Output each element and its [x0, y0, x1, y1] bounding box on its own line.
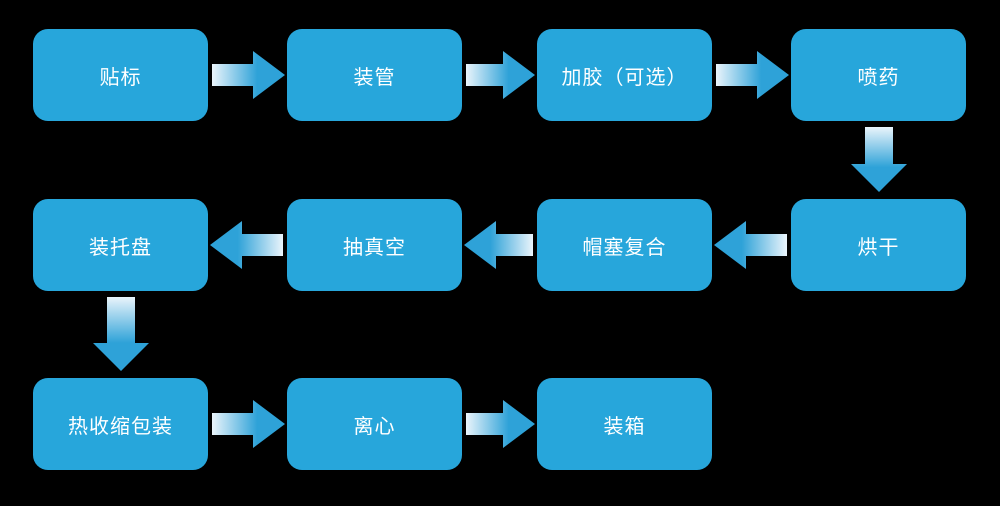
flow-node-jiajiao: 加胶（可选）	[537, 29, 712, 121]
flow-node-label: 离心	[353, 415, 396, 438]
flow-node-label: 装托盘	[89, 236, 152, 259]
arrow-left-icon	[464, 221, 533, 269]
arrow-right-icon	[716, 51, 789, 99]
arrow-left-icon	[210, 221, 283, 269]
arrow-down-icon	[850, 127, 907, 192]
flow-node-lixin: 离心	[287, 378, 462, 470]
flow-node-zhuangguan: 装管	[287, 29, 462, 121]
flow-node-penyao: 喷药	[791, 29, 966, 121]
flow-node-label: 热收缩包装	[68, 415, 173, 438]
flow-node-maosaifuhe: 帽塞复合	[537, 199, 712, 291]
flow-node-label: 装箱	[603, 415, 646, 438]
flow-node-honggan: 烘干	[791, 199, 966, 291]
arrow-right-icon	[212, 51, 285, 99]
arrow-right-icon	[466, 51, 535, 99]
flow-node-reshousuo: 热收缩包装	[33, 378, 208, 470]
flow-node-label: 抽真空	[343, 236, 406, 259]
flow-node-zhuangxiang: 装箱	[537, 378, 712, 470]
flow-node-label: 烘干	[857, 236, 900, 259]
arrow-right-icon	[466, 400, 535, 448]
arrow-left-icon	[714, 221, 787, 269]
flow-node-tiebiao: 贴标	[33, 29, 208, 121]
flow-node-chouzhenkong: 抽真空	[287, 199, 462, 291]
flow-node-label: 帽塞复合	[582, 236, 667, 259]
flow-node-label: 加胶（可选）	[561, 66, 688, 89]
arrow-down-icon	[92, 297, 149, 371]
flow-node-label: 贴标	[99, 66, 142, 89]
arrow-right-icon	[212, 400, 285, 448]
flow-node-label: 装管	[353, 66, 396, 89]
flow-node-label: 喷药	[857, 66, 900, 89]
flow-node-zhuangtuopan: 装托盘	[33, 199, 208, 291]
